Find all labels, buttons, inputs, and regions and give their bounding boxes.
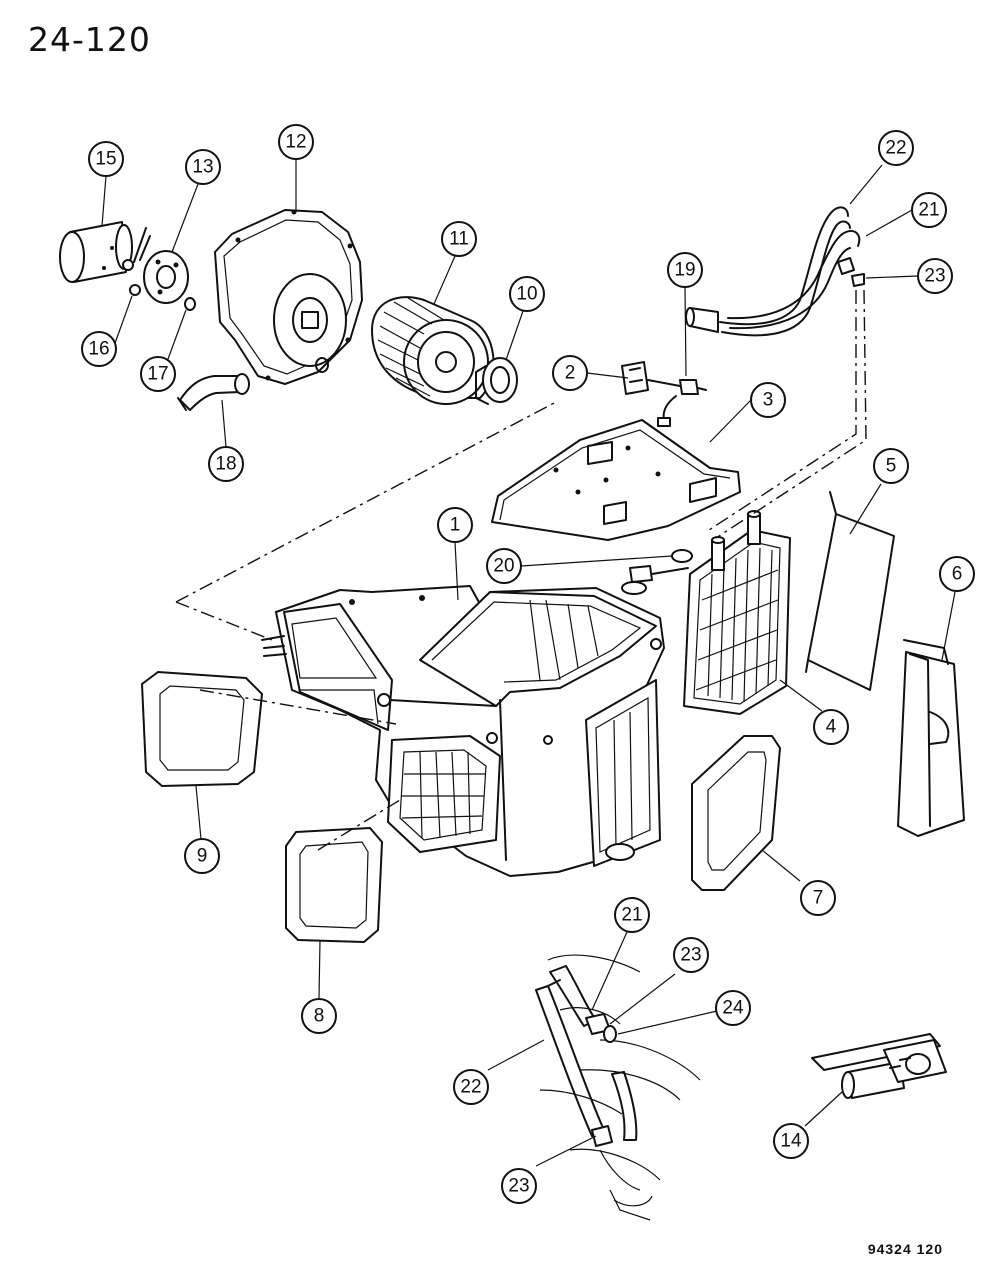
upper-heater-hoses — [685, 206, 865, 337]
gasket-8 — [285, 827, 383, 943]
heater-core — [683, 510, 791, 715]
svg-text:11: 11 — [449, 229, 469, 250]
svg-text:24: 24 — [722, 998, 744, 1019]
leader-lines — [101, 159, 956, 1167]
callout-17: 17 — [140, 356, 176, 392]
alignment-line — [705, 290, 857, 533]
svg-text:19: 19 — [674, 260, 695, 281]
svg-text:15: 15 — [95, 149, 116, 170]
svg-text:23: 23 — [508, 1176, 529, 1197]
svg-text:21: 21 — [621, 905, 642, 926]
callout-3: 3 — [750, 382, 786, 418]
svg-text:7: 7 — [813, 888, 824, 909]
drain-tube — [177, 373, 250, 411]
callout-21-lower: 21 — [614, 897, 650, 933]
lower-heater-hoses — [535, 954, 701, 1221]
bushing — [475, 357, 518, 405]
svg-text:22: 22 — [460, 1077, 481, 1098]
svg-text:13: 13 — [192, 157, 213, 178]
svg-text:22: 22 — [885, 138, 906, 159]
svg-text:1: 1 — [450, 515, 461, 536]
actuator — [621, 361, 707, 427]
svg-text:16: 16 — [88, 339, 109, 360]
callout-15: 15 — [88, 141, 124, 177]
blower-motor — [59, 221, 151, 283]
callout-24: 24 — [715, 990, 751, 1026]
alignment-line — [175, 401, 557, 603]
callout-19: 19 — [667, 252, 703, 288]
svg-text:17: 17 — [147, 364, 168, 385]
svg-text:5: 5 — [886, 456, 897, 477]
callout-12: 12 — [278, 124, 314, 160]
svg-text:23: 23 — [924, 266, 945, 287]
svg-text:10: 10 — [516, 284, 537, 305]
callout-4: 4 — [813, 709, 849, 745]
nut-17 — [184, 297, 196, 311]
svg-text:20: 20 — [493, 556, 514, 577]
callout-5: 5 — [873, 448, 909, 484]
callout-21-upper: 21 — [911, 192, 947, 228]
svg-text:18: 18 — [215, 454, 236, 475]
callout-18: 18 — [208, 446, 244, 482]
nut-16 — [129, 284, 141, 296]
callout-13: 13 — [185, 149, 221, 185]
svg-text:4: 4 — [826, 717, 837, 738]
svg-text:21: 21 — [918, 200, 939, 221]
callout-22-upper: 22 — [878, 130, 914, 166]
svg-text:8: 8 — [314, 1006, 325, 1027]
heater-valve — [811, 1033, 947, 1099]
callout-23-lower: 23 — [501, 1168, 537, 1204]
callout-10: 10 — [509, 276, 545, 312]
alignment-line — [317, 799, 401, 851]
air-door — [805, 491, 895, 691]
callout-2: 2 — [552, 355, 588, 391]
blower-housing-cover — [214, 209, 363, 385]
callout-22-lower: 22 — [453, 1069, 489, 1105]
gasket-9 — [141, 671, 263, 787]
callout-6: 6 — [939, 556, 975, 592]
callout-20: 20 — [486, 548, 522, 584]
svg-text:3: 3 — [763, 390, 774, 411]
blower-wheel — [371, 296, 495, 405]
alignment-line — [199, 689, 397, 725]
door-seal — [897, 639, 965, 837]
svg-text:9: 9 — [197, 846, 208, 867]
diagram-code: 94324 120 — [867, 1241, 943, 1257]
top-cover — [491, 419, 741, 541]
callout-23-upper: 23 — [917, 258, 953, 294]
callout-11: 11 — [441, 221, 477, 257]
mounting-plate — [143, 250, 189, 304]
gasket-7 — [691, 735, 781, 891]
callout-23-middle: 23 — [673, 937, 709, 973]
callout-8: 8 — [301, 998, 337, 1034]
svg-text:23: 23 — [680, 945, 701, 966]
svg-text:12: 12 — [285, 132, 306, 153]
svg-text:14: 14 — [780, 1131, 802, 1152]
hvac-housing — [261, 585, 665, 877]
alignment-line — [175, 601, 273, 641]
callout-9: 9 — [184, 838, 220, 874]
svg-text:6: 6 — [952, 564, 963, 585]
callout-16: 16 — [81, 331, 117, 367]
callout-7: 7 — [800, 880, 836, 916]
page-title: 24-120 — [28, 20, 151, 59]
callout-14: 14 — [773, 1123, 809, 1159]
callout-1: 1 — [437, 507, 473, 543]
svg-text:2: 2 — [565, 363, 576, 384]
